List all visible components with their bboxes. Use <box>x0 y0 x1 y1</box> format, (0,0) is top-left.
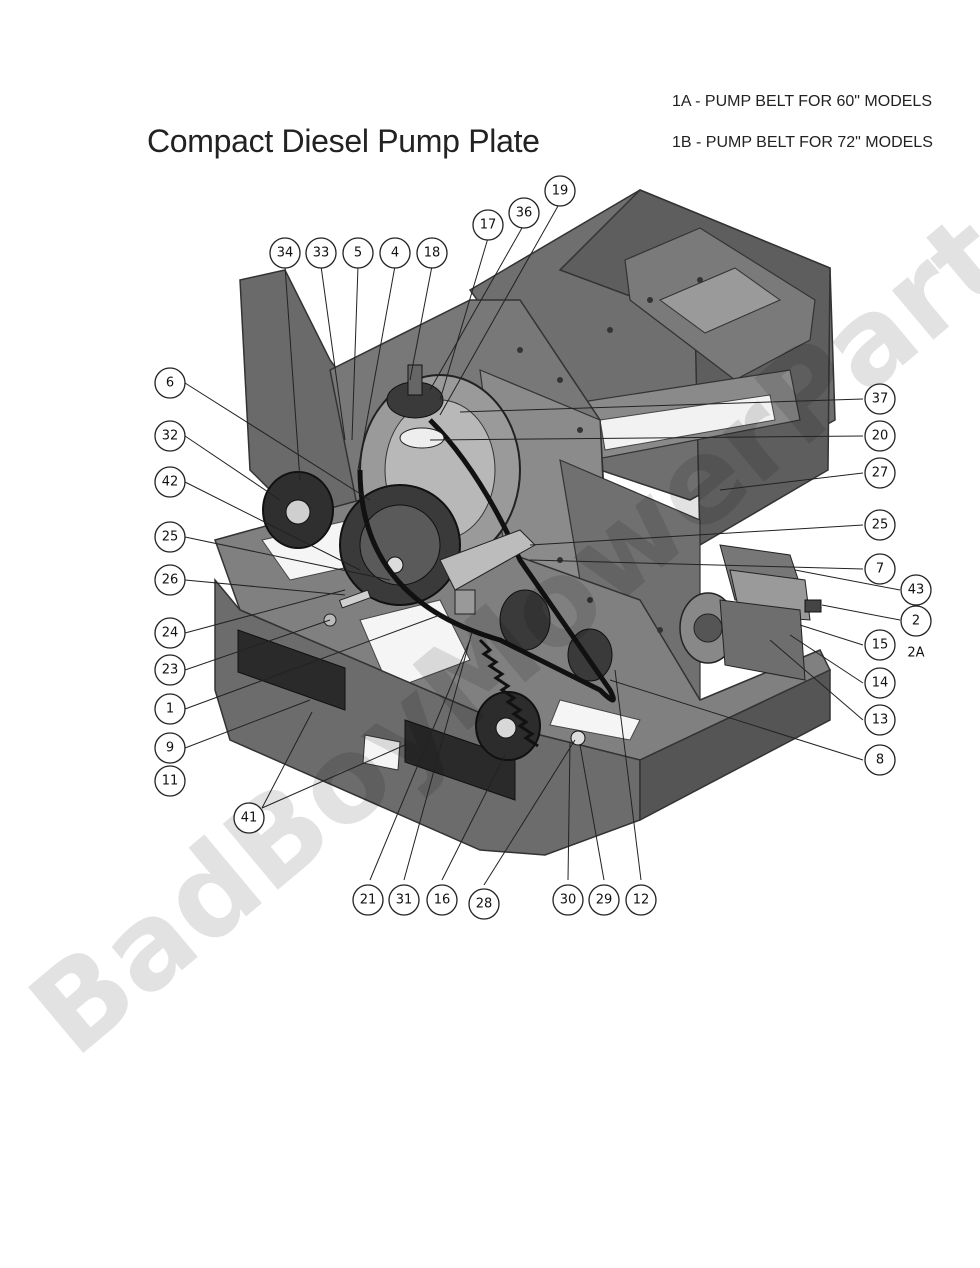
svg-text:29: 29 <box>596 893 613 908</box>
svg-text:12: 12 <box>633 893 650 908</box>
svg-text:24: 24 <box>162 626 179 641</box>
callout-20: 20 <box>864 420 896 452</box>
svg-text:42: 42 <box>162 475 179 490</box>
svg-text:16: 16 <box>434 893 451 908</box>
svg-text:36: 36 <box>516 206 533 221</box>
svg-text:19: 19 <box>552 184 569 199</box>
callout-36: 36 <box>508 197 540 229</box>
svg-text:41: 41 <box>241 811 258 826</box>
note-pump-belt-60: 1A - PUMP BELT FOR 60" MODELS <box>672 93 932 110</box>
callout-34: 34 <box>269 237 301 269</box>
callout-33: 33 <box>305 237 337 269</box>
svg-text:8: 8 <box>876 753 884 768</box>
svg-text:28: 28 <box>476 897 493 912</box>
callout-43: 43 <box>900 574 932 606</box>
svg-text:4: 4 <box>391 246 399 261</box>
svg-text:14: 14 <box>872 676 889 691</box>
callout-11: 11 <box>154 765 186 797</box>
callout-24: 24 <box>154 617 186 649</box>
svg-text:21: 21 <box>360 893 377 908</box>
callout-31: 31 <box>388 884 420 916</box>
callout-21: 21 <box>352 884 384 916</box>
callout-14: 14 <box>864 667 896 699</box>
svg-text:7: 7 <box>876 562 884 577</box>
svg-text:25: 25 <box>162 530 179 545</box>
callout-8: 8 <box>864 744 896 776</box>
svg-text:25: 25 <box>872 518 889 533</box>
svg-text:11: 11 <box>162 774 179 789</box>
svg-text:2: 2 <box>912 614 920 629</box>
svg-text:27: 27 <box>872 466 889 481</box>
svg-text:1: 1 <box>166 702 174 717</box>
callout-42: 42 <box>154 466 186 498</box>
callout-25-right: 25 <box>864 509 896 541</box>
svg-text:15: 15 <box>872 638 889 653</box>
svg-text:6: 6 <box>166 376 174 391</box>
callout-15: 15 <box>864 629 896 661</box>
svg-text:31: 31 <box>396 893 413 908</box>
callout-19: 19 <box>544 175 576 207</box>
callout-27: 27 <box>864 457 896 489</box>
svg-text:17: 17 <box>480 218 497 233</box>
callout-29: 29 <box>588 884 620 916</box>
callout-30: 30 <box>552 884 584 916</box>
svg-text:30: 30 <box>560 893 577 908</box>
callout-6: 6 <box>154 367 186 399</box>
callout-1: 1 <box>154 693 186 725</box>
callout-16: 16 <box>426 884 458 916</box>
callout-26: 26 <box>154 564 186 596</box>
callout-2: 2 <box>900 605 932 637</box>
note-pump-belt-72: 1B - PUMP BELT FOR 72" MODELS <box>672 134 933 151</box>
callout-2a-label: 2A <box>907 646 924 661</box>
callout-32: 32 <box>154 420 186 452</box>
callout-13: 13 <box>864 704 896 736</box>
svg-text:23: 23 <box>162 663 179 678</box>
svg-text:20: 20 <box>872 429 889 444</box>
callout-23: 23 <box>154 654 186 686</box>
svg-text:13: 13 <box>872 713 889 728</box>
svg-text:5: 5 <box>354 246 362 261</box>
hydraulic-pump <box>679 544 822 681</box>
svg-text:32: 32 <box>162 429 179 444</box>
callout-5: 5 <box>342 237 374 269</box>
callout-37: 37 <box>864 383 896 415</box>
callout-4: 4 <box>379 237 411 269</box>
svg-text:33: 33 <box>313 246 330 261</box>
svg-text:26: 26 <box>162 573 179 588</box>
callout-18: 18 <box>416 237 448 269</box>
diagram-title: Compact Diesel Pump Plate <box>147 123 540 159</box>
callout-12: 12 <box>625 884 657 916</box>
leader-lines <box>184 205 901 886</box>
callout-41: 41 <box>233 802 265 834</box>
callout-17: 17 <box>472 209 504 241</box>
callout-25-left: 25 <box>154 521 186 553</box>
svg-text:18: 18 <box>424 246 441 261</box>
svg-text:9: 9 <box>166 741 174 756</box>
callout-28: 28 <box>468 888 500 920</box>
pulley-assembly <box>262 364 616 761</box>
svg-text:34: 34 <box>277 246 294 261</box>
callout-7: 7 <box>864 553 896 585</box>
svg-text:37: 37 <box>872 392 889 407</box>
svg-text:43: 43 <box>908 583 925 598</box>
callout-9: 9 <box>154 732 186 764</box>
